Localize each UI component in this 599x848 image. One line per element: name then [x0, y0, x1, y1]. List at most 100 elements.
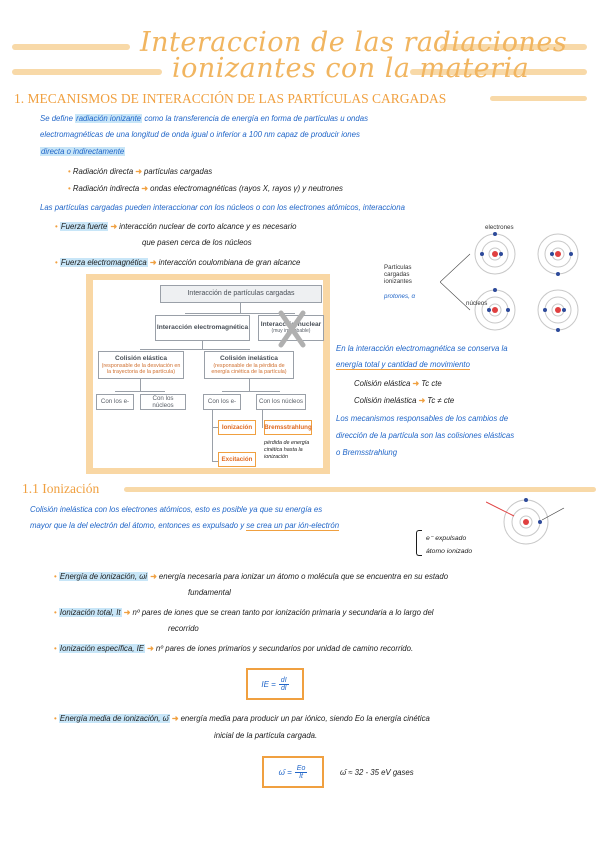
- def-wi-line-2: fundamental: [188, 588, 231, 597]
- bullet-dot-icon: •: [68, 184, 71, 193]
- ie-value: nº pares de iones primarios y secundario…: [155, 644, 414, 653]
- ion-paragraph-1: Colisión inelástica con los electrones a…: [30, 505, 323, 514]
- section-1-1-heading: 1.1 Ionización: [22, 481, 100, 496]
- diagram-em-title: Interacción electromagnética: [156, 324, 249, 332]
- atoms-illustration: [440, 232, 579, 332]
- diagram-inelastic: Colisión inelástica (responsable de la p…: [204, 351, 294, 379]
- diagram-note: pérdida de energía cinética hasta la ion…: [264, 440, 310, 460]
- f2-label: Fuerza electromagnética: [59, 258, 148, 267]
- diagram-inelastic-sub: (responsable de la pérdida de energía ci…: [211, 362, 287, 375]
- arrow-right-icon: ➜: [418, 396, 426, 405]
- right-note-4-label: Colisión inelástica: [354, 396, 417, 405]
- arrow-right-icon: ➜: [412, 379, 420, 388]
- diagram-connector: [222, 391, 280, 392]
- arrow-right-icon: ➜: [147, 644, 154, 653]
- title-bar-right-1: [440, 44, 587, 50]
- diagram-n2: Con los núcleos: [256, 394, 306, 410]
- ion-paragraph-2: mayor que la del electrón del átomo, ent…: [30, 521, 340, 531]
- section-1-1-rule: [124, 487, 596, 492]
- diagram-n1: Con los núcleos: [140, 394, 186, 410]
- f2-value: interacción coulombiana de gran alcance: [158, 258, 301, 267]
- diagram-connector: [212, 461, 218, 462]
- bullet-dot-icon: •: [54, 714, 57, 723]
- ionization-atom-icon: [486, 498, 565, 545]
- label-electrones: electrones: [485, 224, 514, 231]
- b2-label: Radiación indirecta: [72, 184, 140, 193]
- title-bar-left-2: [12, 69, 162, 75]
- bullet-dot-icon: •: [54, 572, 57, 581]
- intro-pre: Se define: [40, 114, 76, 123]
- b2-value: ondas electromagnéticas (rayos X, rayos …: [150, 184, 343, 193]
- diagram-connector: [115, 391, 165, 392]
- right-note-3-label: Colisión elástica: [354, 379, 411, 388]
- bullet-indirect: • Radiación indirecta ➜ ondas electromag…: [68, 184, 343, 193]
- right-note-7: o Bremsstrahlung: [336, 448, 398, 457]
- diagram-connector: [262, 410, 263, 428]
- right-note-6: dirección de la partícula son las colisi…: [336, 431, 515, 440]
- def-ie: • Ionización específica, IE ➜ nº pares d…: [54, 644, 413, 653]
- diagram-connector: [185, 313, 295, 314]
- label-particulas: Partículas cargadas ionizantes: [384, 264, 412, 285]
- diagram-connector: [249, 379, 250, 391]
- wi-label: Energía de ionización, ωi: [58, 572, 149, 581]
- atom-icon: [537, 289, 579, 332]
- cargadas-line: Las partículas cargadas pueden interacci…: [40, 203, 405, 212]
- diagram-ionizacion: Ionización: [218, 420, 256, 435]
- formula-w-num: Eo: [294, 764, 308, 773]
- intro-line-3-text: directa o indirectamente: [40, 147, 126, 156]
- atom-icon: [474, 232, 516, 275]
- bullet-dot-icon: •: [55, 258, 58, 267]
- intro-line-3: directa o indirectamente: [40, 147, 126, 156]
- diagram-e2: Con los e-: [203, 394, 241, 410]
- formula-w-note: ω̄ ≈ 32 - 35 eV gases: [340, 768, 414, 777]
- def-w: • Energía media de ionización, ω̄ ➜ ener…: [54, 714, 430, 723]
- intro-line-1: Se define radiación ionizante como la tr…: [40, 114, 368, 123]
- arrow-right-icon: ➜: [149, 258, 157, 267]
- diagram-bremsstrahlung: Bremsstrahlung: [264, 420, 312, 435]
- bullet-direct: • Radiación directa ➜ partículas cargada…: [68, 167, 212, 176]
- right-note-5: Los mecanismos responsables de los cambi…: [336, 414, 509, 423]
- ie-label: Ionización específica, IE: [58, 644, 145, 653]
- atom-icon: [474, 288, 516, 331]
- w-value: energía media para producir un par iónic…: [180, 714, 430, 723]
- diagram-connector: [140, 379, 141, 391]
- right-note-3: Colisión elástica ➜ Tc cte: [354, 379, 442, 388]
- bullet-dot-icon: •: [54, 644, 57, 653]
- intro-post: como la transferencia de energía en form…: [142, 114, 368, 123]
- right-note-1: En la interacción electromagnética se co…: [336, 344, 508, 353]
- w-label: Energía media de ionización, ω̄: [58, 714, 170, 723]
- diagram-connector: [212, 427, 218, 428]
- page-title-line-2: ionizantes con la materia: [172, 53, 530, 84]
- f1-value: interacción nuclear de corto alcance y e…: [119, 222, 297, 231]
- bullet-dot-icon: •: [55, 222, 58, 231]
- def-it-line-2: recorrido: [168, 624, 199, 633]
- page-title-line-1: Interaccion de las radiaciones: [140, 27, 568, 58]
- title-bar-right-2: [410, 69, 587, 75]
- title-bar-left-1: [12, 44, 130, 50]
- side-note-1: e⁻ expulsado: [426, 535, 467, 542]
- diagram-excitacion: Excitación: [218, 452, 256, 467]
- diagram-elastic: Colisión elástica (responsable de la des…: [98, 351, 184, 379]
- right-note-4: Colisión inelástica ➜ Tc ≠ cte: [354, 396, 454, 405]
- diagram-connector: [140, 349, 250, 350]
- intro-line-2: electromagnéticas de una longitud de ond…: [40, 130, 360, 139]
- formula-w-fraction: Eo It: [294, 764, 308, 780]
- diagram-e1: Con los e-: [96, 394, 134, 410]
- section-1-heading: 1. MECANISMOS DE INTERACCIÓN DE LAS PART…: [14, 91, 447, 106]
- arrow-right-icon: ➜: [141, 184, 148, 193]
- formula-w-den: It: [299, 772, 303, 780]
- arrow-right-icon: ➜: [135, 167, 142, 176]
- diagram-connector: [212, 410, 213, 462]
- right-note-2-text: energía total y cantidad de movimiento: [336, 360, 470, 370]
- it-label: Ionización total, It: [58, 608, 122, 617]
- label-nucleos: núcleos: [466, 300, 488, 307]
- section-1-rule: [490, 96, 587, 101]
- def-it: • Ionización total, It ➜ nº pares de ion…: [54, 608, 434, 617]
- formula-ie-box: IE = dI dl: [246, 668, 304, 700]
- diagram-elastic-sub: (responsable de la desviación en la tray…: [101, 362, 181, 375]
- diagram-connector: [202, 341, 203, 349]
- diagram-inelastic-title: Colisión inelástica: [220, 355, 278, 362]
- force-strong: • Fuerza fuerte ➜ interacción nuclear de…: [55, 222, 296, 231]
- right-note-2: energía total y cantidad de movimiento: [336, 360, 470, 370]
- intro-highlight: radiación ionizante: [75, 114, 143, 123]
